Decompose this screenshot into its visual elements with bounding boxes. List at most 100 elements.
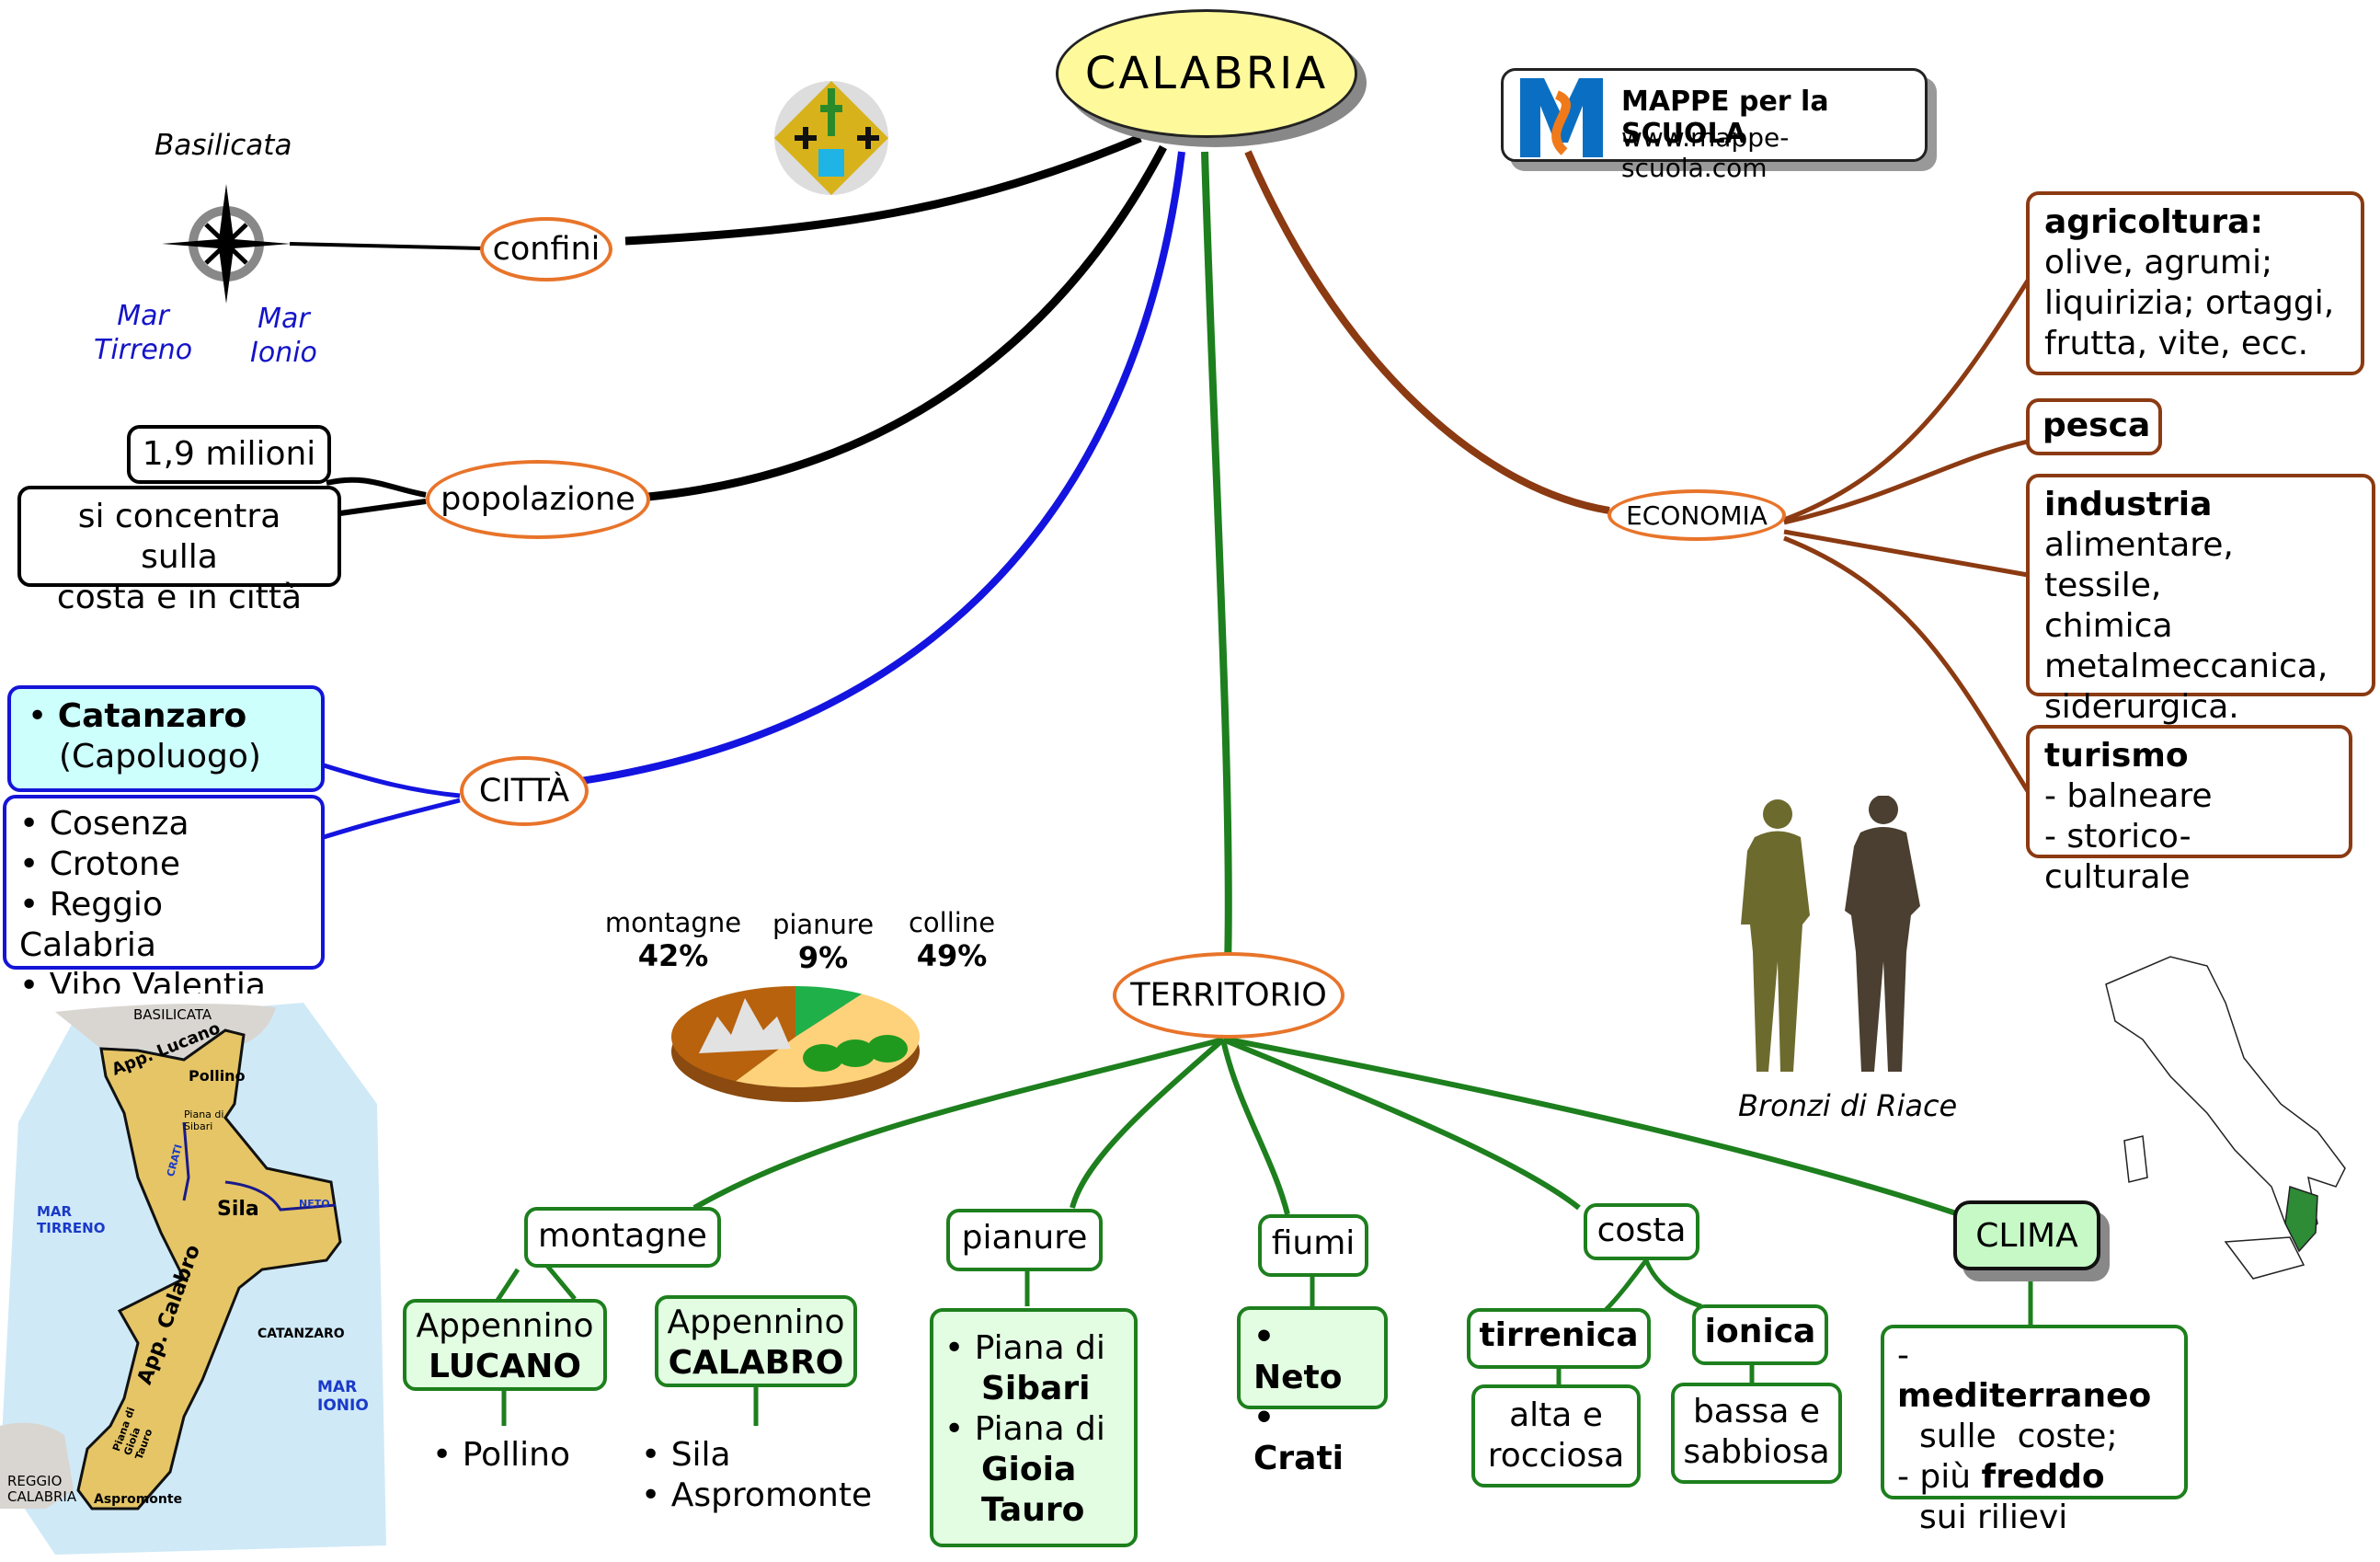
link-territorio <box>1201 151 1232 967</box>
clima-pre: - più <box>1897 1458 1982 1496</box>
link-ter-fiumi <box>1220 1039 1290 1215</box>
link-eco-ind <box>1783 529 2029 578</box>
link-confini <box>624 133 1142 246</box>
city-name: Reggio Calabria <box>19 886 163 964</box>
cities-box[interactable]: • Cosenza • Crotone • Reggio Calabria • … <box>3 795 325 1005</box>
map-label-ionio: MAR IONIO <box>317 1378 369 1415</box>
logo-badge[interactable]: MAPPE per la SCUOLA www.mappe-scuola.com <box>1501 68 1937 183</box>
pianure-node[interactable]: pianure <box>946 1209 1103 1271</box>
compass-icon <box>162 184 291 304</box>
ionica-desc-box[interactable]: bassa e sabbiosa <box>1671 1383 1842 1484</box>
confini-node[interactable]: confini <box>480 217 612 281</box>
turismo-line: - balneare <box>2044 777 2213 815</box>
territorio-node[interactable]: TERRITORIO <box>1113 952 1344 1039</box>
link-popolazione <box>647 144 1167 501</box>
map-label-sibari: Piana di Sibari <box>184 1108 224 1132</box>
turismo-line: - storico-culturale <box>2044 818 2191 896</box>
citta-node[interactable]: CITTÀ <box>460 756 589 826</box>
popolazione-node[interactable]: popolazione <box>426 460 650 539</box>
root-ellipse: CALABRIA <box>1056 9 1357 138</box>
pie-label-montagne: montagne 42% <box>600 906 747 972</box>
city-item: • Cosenza <box>19 805 189 843</box>
pianura-name: Sibari <box>981 1370 1091 1407</box>
calabria-map-shape <box>0 993 386 1558</box>
capital-box[interactable]: • Catanzaro (Capoluogo) <box>7 685 325 792</box>
montagne-node[interactable]: montagne <box>524 1207 721 1268</box>
link-mont-lucano <box>494 1268 521 1304</box>
pop-distribution-box[interactable]: si concentra sulla costa e in città <box>17 486 341 616</box>
industria-line: chimica <box>2044 607 2173 645</box>
logo-box: MAPPE per la SCUOLA www.mappe-scuola.com <box>1501 68 1928 183</box>
capital-note: (Capoluogo) <box>59 738 261 775</box>
tirrenica-desc-line: rocciosa <box>1487 1437 1625 1475</box>
link-costa-ion <box>1643 1259 1702 1309</box>
clima-dash: - <box>1897 1337 1909 1374</box>
fiumi-box[interactable]: • Neto • Crati <box>1237 1306 1388 1477</box>
agricoltura-box[interactable]: agricoltura: olive, agrumi; liquirizia; … <box>2026 191 2364 375</box>
peak-name: Sila <box>670 1436 731 1474</box>
industria-line: siderurgica. <box>2044 688 2239 726</box>
fiumi-node[interactable]: fiumi <box>1258 1214 1368 1277</box>
root-node[interactable]: CALABRIA <box>1056 9 1367 147</box>
costa-node[interactable]: costa <box>1584 1203 1699 1260</box>
agricoltura-line: frutta, vite, ecc. <box>2044 325 2309 362</box>
economia-label: ECONOMIA <box>1626 500 1768 531</box>
map-ionio-line1: MAR <box>317 1378 358 1396</box>
turismo-title: turismo <box>2044 737 2189 775</box>
fiume-name: Crati <box>1253 1440 1344 1477</box>
pop-count-box[interactable]: 1,9 milioni <box>127 425 331 484</box>
fiume-name: Neto <box>1253 1359 1343 1396</box>
map-ionio-line2: IONIO <box>317 1396 369 1415</box>
ionica-node[interactable]: ionica <box>1692 1304 1828 1365</box>
calabro-line2: CALABRO <box>668 1344 844 1382</box>
map-reggio-line1: REGGIO <box>7 1473 63 1489</box>
logo-title: MAPPE per la SCUOLA <box>1621 86 1829 150</box>
clima-line1b: sulle coste; <box>1919 1418 2118 1455</box>
costa-label: costa <box>1596 1212 1687 1249</box>
pianure-box[interactable]: • Piana di Sibari • Piana di Gioia Tauro <box>930 1308 1138 1547</box>
calabro-box[interactable]: Appennino CALABRO <box>655 1295 857 1387</box>
pop-count: 1,9 milioni <box>142 435 316 473</box>
pie-label-pianure: pianure 9% <box>763 908 883 974</box>
link-costa-tirr <box>1603 1258 1648 1313</box>
turismo-box[interactable]: turismo - balneare - storico-culturale <box>2026 725 2352 896</box>
tirrenica-node[interactable]: tirrenica <box>1467 1308 1651 1369</box>
economia-node[interactable]: ECONOMIA <box>1608 489 1786 541</box>
tirrenica-desc-box[interactable]: alta e rocciosa <box>1471 1384 1641 1487</box>
fiume-item: • Crati <box>1253 1399 1344 1477</box>
city-name: Cosenza <box>49 805 189 843</box>
east-sea-line2: Ionio <box>250 337 317 369</box>
peak-item: • Aspromonte <box>641 1476 873 1514</box>
pie-value: 42% <box>637 938 709 973</box>
clima-box: CLIMA <box>1953 1200 2100 1270</box>
clima-node[interactable]: CLIMA <box>1953 1200 2110 1281</box>
pesca-box[interactable]: pesca <box>2026 398 2162 455</box>
city-item: • Crotone <box>19 845 180 883</box>
clima-line2b: sui rilievi <box>1919 1499 2068 1536</box>
east-sea-label: Mar Ionio <box>250 302 317 370</box>
clima-desc-box[interactable]: - mediterraneo sulle coste; - più freddo… <box>1881 1325 2188 1536</box>
lucano-box[interactable]: Appennino LUCANO <box>403 1299 607 1391</box>
pianura-prefix: Piana di <box>974 1410 1105 1448</box>
link-pop-1 <box>326 477 427 498</box>
link-ter-pianure <box>1070 1037 1225 1209</box>
tirrenica-desc-line: alta e <box>1509 1396 1603 1434</box>
pop-distribution-line2: costa e in città <box>56 579 303 616</box>
citta-label: CITTÀ <box>478 773 570 810</box>
ionica-label: ionica <box>1704 1313 1816 1350</box>
clima-bold: freddo <box>1981 1458 2105 1496</box>
map-label-sila: Sila <box>217 1198 259 1221</box>
peak-item: • Sila <box>641 1436 731 1474</box>
pie-hill-icon <box>835 1039 875 1067</box>
north-label: Basilicata <box>154 129 292 162</box>
peak-item: • Pollino <box>432 1436 570 1474</box>
industria-line: alimentare, tessile, <box>2044 526 2234 604</box>
pie-category: pianure <box>772 909 875 940</box>
tirrenica-label: tirrenica <box>1479 1316 1639 1354</box>
logo-url[interactable]: www.mappe-scuola.com <box>1621 122 1790 183</box>
pianura-item: • Piana di <box>944 1410 1105 1448</box>
peak-name: Aspromonte <box>670 1476 873 1514</box>
link-ter-costa <box>1221 1037 1581 1211</box>
industria-box[interactable]: industria alimentare, tessile, chimica m… <box>2026 474 2375 726</box>
